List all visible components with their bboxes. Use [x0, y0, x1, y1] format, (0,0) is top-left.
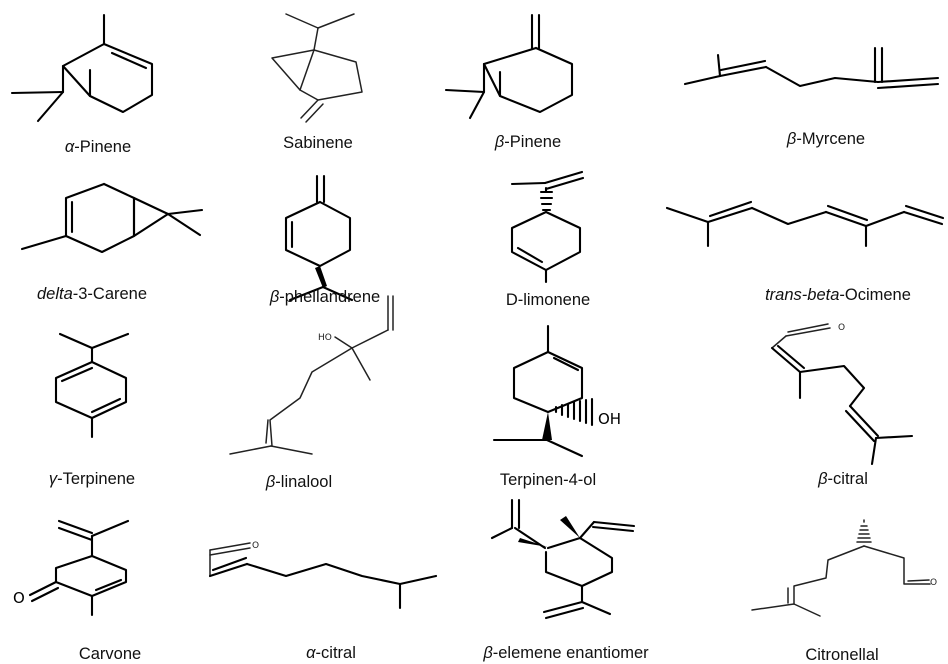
label-beta-citral: β-citral [818, 470, 868, 488]
label-beta-myrcene: β-Myrcene [786, 130, 866, 148]
label-gamma-terpinene: γ-Terpinene [48, 470, 136, 488]
svg-text:O: O [838, 323, 845, 333]
label-carvone: Carvone [78, 645, 142, 663]
label-sabinene: Sabinene [283, 134, 353, 152]
svg-text:O: O [13, 589, 25, 607]
svg-text:OH: OH [598, 410, 621, 428]
label-citronellal: Citronellal [805, 646, 879, 664]
label-beta-linalool: β-linalool [265, 473, 333, 491]
svg-text:HO: HO [318, 333, 332, 343]
label-d-limonene: D-limonene [505, 291, 591, 309]
label-beta-phellandrene: β-phellandrene [269, 288, 381, 306]
label-delta-3-carene: delta-3-Carene [36, 285, 148, 303]
svg-text:O: O [930, 578, 937, 588]
label-terpinen-4-ol: Terpinen-4-ol [499, 471, 597, 489]
svg-text:O: O [252, 541, 259, 551]
label-beta-pinene: β-Pinene [494, 133, 562, 151]
label-alpha-citral: α-citral [306, 644, 356, 662]
label-trans-beta-ocimene: trans-beta-Ocimene [765, 286, 911, 304]
label-beta-elemene-enantiomer: β-elemene enantiomer [483, 644, 649, 662]
label-alpha-pinene: α-Pinene [64, 138, 132, 156]
